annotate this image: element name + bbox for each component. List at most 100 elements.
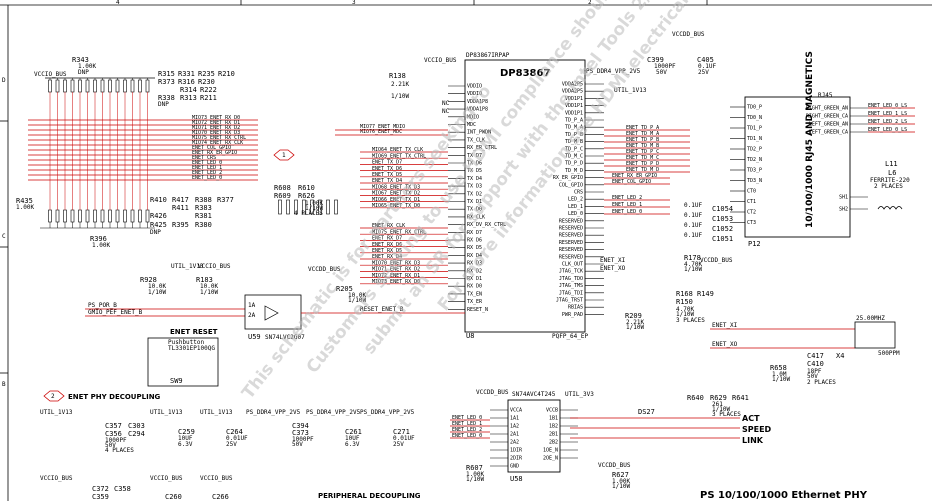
schematic-label: R209 (625, 312, 642, 320)
rgmii-net: MIO68_ENET_TX_D3 (372, 184, 420, 190)
res-label-r426: R426 (150, 212, 167, 220)
bus-net-label: ENET_LED_0 (192, 175, 222, 181)
schematic-label: 1 (282, 152, 286, 159)
schematic-label: 0.1UF (698, 63, 716, 70)
schematic-label: 2 PLACES (807, 379, 836, 386)
schematic-label: SN74AVC4T245 (512, 391, 556, 398)
phy-ic-part: DP83867IRPAP (466, 52, 510, 59)
phy-decoupling: 2 ENET PHY DECOUPLING UTIL_1V13 C357 C30… (40, 390, 421, 501)
schematic-label: VCCIO_BUS (200, 475, 233, 482)
schematic-label: U58 (510, 475, 523, 483)
schematic-label: 50V (292, 441, 303, 448)
pullup-resistor (93, 79, 97, 93)
ic-pin-right: VDD1P1 (565, 96, 583, 102)
top-right-caps: VCCDD_BUS C399 1000PF 50V C405 0.1UF 25V… (586, 31, 716, 94)
rgmii-bus: MIO77_ENET_MDIOMIO76_ENET_MDCMIO64_ENET_… (278, 124, 448, 285)
schematic-label: 0.01UF (226, 435, 248, 442)
schematic-label: P12 (748, 240, 761, 248)
ic-pin-right: JTAG_TMS (559, 283, 583, 289)
ic-pin-right: VDD1P1 (565, 103, 583, 109)
schematic-label: ENET RESET (170, 328, 218, 336)
rj45-pin-left: TD0_P (747, 105, 762, 111)
res-label-r222: R222 (200, 86, 217, 94)
ic-pin-right: PWR_PAD (562, 312, 583, 318)
rgmii-net: MIO66_ENET_TX_D1 (372, 197, 420, 203)
schematic-label: 1/10W (676, 311, 694, 318)
ic-pin-left: TX D3 (467, 184, 482, 190)
res-label-r395: R395 (172, 221, 189, 229)
buffer-pin-left: 1A1 (510, 416, 519, 422)
res-label-r373: R373 (158, 78, 175, 86)
led-speed-label: SPEED (742, 425, 772, 434)
buffer-pin-left: VCCA (510, 408, 522, 414)
bus-net-label: MIO72_ENET_RX_D1 (192, 120, 240, 126)
schematic-label: 3 PLACES (676, 317, 705, 324)
rgmii-net: ENET_RX_D5 (372, 248, 402, 254)
schematic-label: DS27 (638, 408, 655, 416)
schematic-label: UTIL_1V13 (40, 409, 73, 416)
schematic-label: VCCIO_BUS (198, 263, 231, 270)
row-mark-d: D (2, 77, 6, 84)
ic-pin-right: RX_ER_GPIO (553, 175, 583, 181)
rgmii-net: MIO64_ENET_TX_CLK (372, 147, 423, 153)
ic-pin-left: TX D7 (467, 153, 482, 159)
ic-pin-left: TX D6 (467, 161, 482, 167)
bus-net-label: MIO73_ENET_RX_D0 (192, 115, 240, 121)
rj45-pin-left: TD1_N (747, 136, 762, 142)
schematic-label: C294 (128, 430, 145, 438)
schematic-label: 25V (393, 441, 404, 448)
buffer-pin-left: 2DIR (510, 456, 523, 462)
dnp-bottom: DNP (150, 229, 161, 236)
rgmii-net: MIO73_ENET_RX_D0 (372, 279, 420, 285)
led-link-label: LINK (742, 436, 764, 445)
schematic-label: C1051 (712, 235, 733, 243)
rj45-pin-right: SH2 (839, 207, 848, 213)
schematic-label: PS_DDR4_VPP_2V5 (360, 409, 415, 416)
led-act-label: ACT (742, 414, 760, 423)
bus-net-label: ENET_CRS (192, 155, 216, 161)
pulldown-resistor (100, 209, 105, 223)
schematic-label: 1/10W (348, 297, 366, 304)
series-resistor (318, 199, 322, 215)
res-label-r377: R377 (217, 196, 234, 204)
schematic-label: R168 (676, 290, 693, 298)
ferrite-l11: L11 L6 FERRITE-220 2 PLACES (870, 160, 910, 210)
bus-net-label: MIO71_ENET_RX_D2 (192, 125, 240, 131)
rj45-pin-left: TD0_N (747, 115, 762, 121)
schematic-label: C1053 (712, 215, 733, 223)
td-net: ENET_TD_M_B (626, 143, 659, 149)
schematic-label: R627 (612, 471, 629, 479)
bottom-resistor-row (40, 120, 155, 229)
series-resistor (294, 199, 298, 215)
ic-pin-right: RESERVED (559, 218, 583, 224)
res-label-r210: R210 (218, 70, 235, 78)
schematic-label: L11 (885, 160, 898, 168)
schematic-label: ENET_XO (600, 265, 626, 272)
led-ls-net: ENET_LED_2_LS (868, 119, 907, 125)
schematic-label: 4 PLACES (105, 447, 134, 454)
schematic-label: PS_POR_B (88, 302, 117, 309)
ic-pin-left: MDC (467, 122, 476, 128)
ic-pin-right: JTAG_TDI (559, 290, 583, 296)
schematic-label: 1.0M (772, 371, 787, 378)
rgmii-net: ENET_RX_D6 (372, 242, 402, 248)
ct-caps: C1054 C1053 C1052 C1051 0.1UF 0.1UF 0.1U… (684, 202, 733, 243)
status-leds: DS27 R640 R629 R641 261 1/10W 3 PLACES A… (570, 394, 772, 445)
phy-ic-package: PQFP_64_EP (552, 333, 589, 340)
ic-pin-right: RESERVED (559, 226, 583, 232)
ic-pin-left: RX D4 (467, 253, 482, 259)
rgmii-net: MIO69_ENET_TX_CTRL (372, 153, 426, 159)
schematic-label: VCCDD_BUS (700, 257, 733, 264)
schematic-label: 4 PLACES (294, 210, 323, 217)
td-net: ENET_TD_M_A (626, 131, 659, 137)
bus-net-label: ENET_LED_1 (192, 165, 222, 171)
schematic-label: UTIL_1V13 (150, 409, 183, 416)
r435-value: 1.00K (16, 204, 34, 211)
schematic-label: VCCDD_BUS (308, 266, 341, 273)
schematic-label: C358 (114, 485, 131, 493)
schematic-label: 1/10W (612, 483, 630, 490)
schematic-label: C357 (105, 422, 122, 430)
schematic-label: R609 (274, 192, 291, 200)
